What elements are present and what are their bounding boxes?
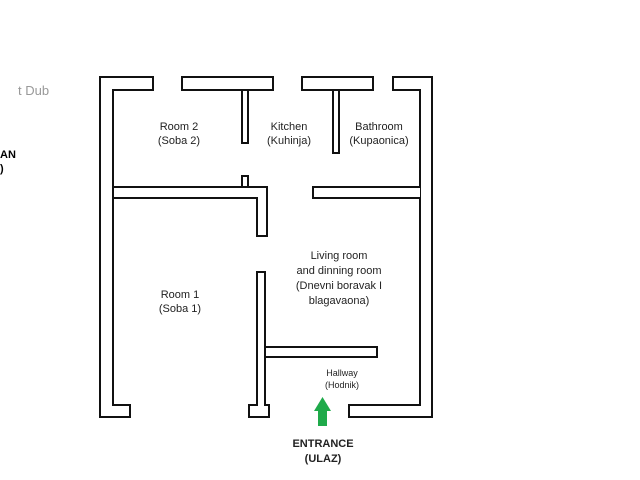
wall-fill — [303, 78, 372, 89]
kitchen-local-name: (Kuhinja) — [266, 135, 312, 147]
wall-fill — [101, 406, 129, 416]
kitchen-name: Kitchen — [270, 121, 308, 133]
wall-fill — [266, 348, 376, 356]
wall-fill — [258, 188, 266, 235]
room1-local-name: (Soba 1) — [158, 303, 202, 315]
bathroom-label: Bathroom (Kupaonica) — [349, 120, 408, 148]
living-line-1: Living room — [310, 250, 368, 262]
hallway-name: Hallway — [326, 368, 358, 378]
wall-fill — [314, 188, 420, 197]
wall-fill — [101, 78, 152, 89]
wall-fill — [250, 406, 268, 416]
living-line-4: blagavaona) — [308, 295, 370, 307]
hallway-label: Hallway (Hodnik) — [325, 367, 359, 391]
room2-local-name: (Soba 2) — [157, 135, 201, 147]
bathroom-local-name: (Kupaonica) — [349, 135, 409, 147]
wall-fill — [114, 188, 266, 197]
living-line-3: (Dnevni boravak I — [295, 280, 383, 292]
room1-label: Room 1 (Soba 1) — [159, 288, 201, 316]
wall-fill — [183, 78, 272, 89]
plan-title-fragment-2: ) — [0, 163, 4, 175]
wall-fill — [334, 91, 338, 152]
wall-fill — [258, 273, 264, 416]
room1-name: Room 1 — [160, 289, 200, 301]
entrance-local-name: (ULAZ) — [304, 453, 342, 465]
wall-fill — [243, 177, 247, 186]
bathroom-name: Bathroom — [355, 121, 403, 133]
entrance-name: ENTRANCE — [292, 438, 354, 450]
wall-fill — [101, 78, 112, 416]
wall-fill — [243, 91, 247, 142]
wall-fill — [421, 78, 431, 416]
wall-fill — [350, 406, 431, 416]
hallway-local-name: (Hodnik) — [324, 380, 360, 390]
room2-label: Room 2 (Soba 2) — [158, 120, 200, 148]
entrance-label: ENTRANCE (ULAZ) — [292, 437, 353, 467]
plan-title-fragment: AN — [0, 149, 16, 161]
living-room-label: Living room and dinning room (Dnevni borav… — [296, 249, 382, 309]
wall-fill — [394, 78, 431, 89]
title-fragment: t Dub — [18, 83, 50, 98]
room2-name: Room 2 — [159, 121, 199, 133]
living-line-2: and dinning room — [296, 265, 382, 277]
entrance-arrow-icon — [314, 397, 331, 426]
kitchen-label: Kitchen (Kuhinja) — [267, 120, 311, 148]
